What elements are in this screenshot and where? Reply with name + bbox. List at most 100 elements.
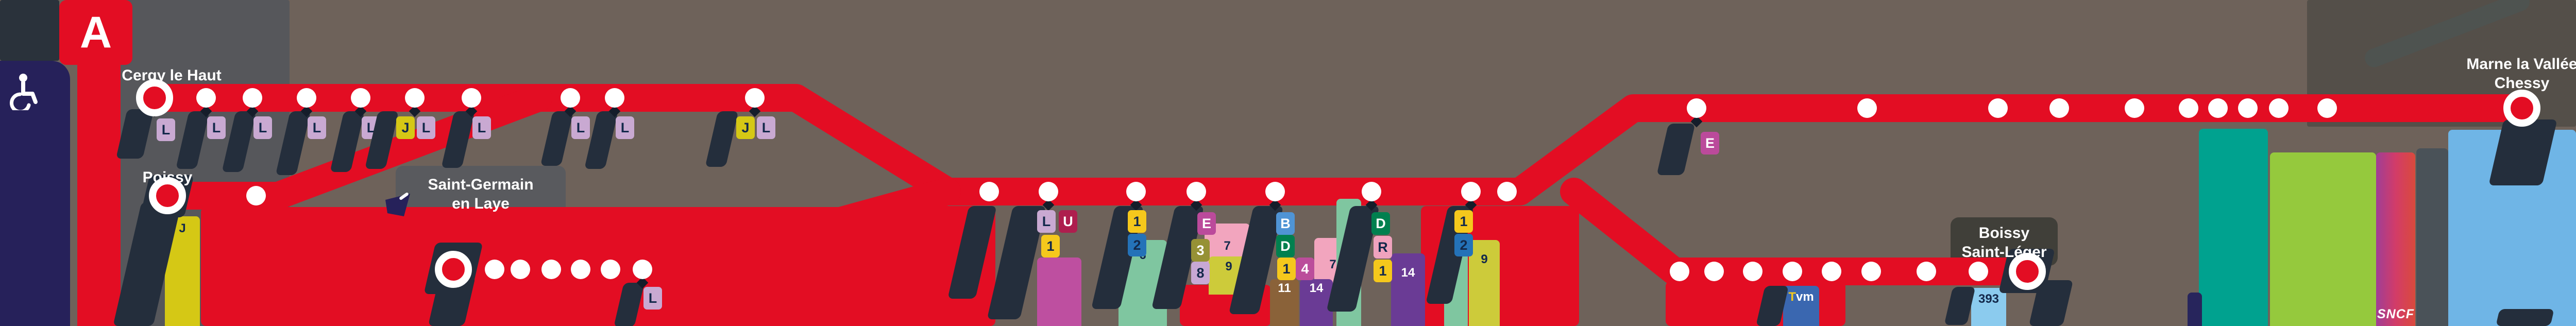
connection-label: 393 [1978,292,1999,306]
terminus-label-line: Saint-Germain [428,176,534,193]
terminus-label-line: Marne la Vallée [2466,56,2576,73]
station-dot [1265,182,1285,201]
connection-label: 9 [1481,252,1488,266]
station-dot [1497,182,1517,201]
connection-label: 11 [1278,281,1291,295]
station-dot [2179,98,2198,118]
interchange-badge-4: 4 [1296,258,1314,280]
station-dot [462,88,481,108]
station-dot [745,88,765,108]
tvm-bus-bar: Tvm [1783,286,1819,326]
station-dot [351,88,370,108]
station-dot [196,88,216,108]
terminus-label-line: Chessy [2494,75,2550,92]
station-dot [561,88,580,108]
station-dot [2317,98,2337,118]
interchange-badge-L: L [157,118,175,141]
connection-label: 14 [1309,281,1324,295]
red-fill-shape [201,207,923,326]
metro11-bar: 11 [1270,279,1299,326]
interchange-badge-L: L [1037,210,1056,233]
interchange-badge-L: L [616,116,634,139]
connection-label: 14 [1401,266,1415,280]
interchange-badge-L: L [253,116,272,139]
station-dot [1039,182,1058,201]
boissy-branch-path [1560,178,2042,285]
interchange-badge-E: E [1701,132,1719,155]
station-dot [571,260,590,279]
interchange-badge-L: L [643,287,662,310]
station-dot [1861,262,1881,281]
terminus-label-line: Cergy le Haut [122,67,222,84]
terminus-label-line: en Laye [452,195,510,212]
station-dot [405,88,425,108]
interchange-badge-L: L [207,116,226,139]
line-a-badge: A [59,0,132,65]
metro9-bar: 9 [1469,240,1500,326]
green-connection-bar [2270,152,2376,326]
station-dot [1187,182,1206,201]
interchange-badge-L: L [757,116,775,139]
interchange-badge-E: E [1197,212,1216,235]
interchange-badge-1: 1 [1041,235,1060,258]
interchange-badge-8: 8 [1191,262,1210,284]
terminus-label-poissy: Poissy [143,168,193,187]
terminus-label-line: Saint-Léger [1961,244,2047,261]
interchange-badge-B: B [1276,212,1295,235]
station-dot [605,88,624,108]
station-dot [1362,182,1381,201]
station-dot [1857,98,1877,118]
metro14-bar: 14 [1300,279,1333,326]
station-dot [601,260,620,279]
station-dot [1670,262,1689,281]
interchange-badge-2: 2 [1128,234,1146,256]
station-dot [1988,98,2008,118]
sncf-logo-text: SNCF [2377,307,2415,321]
bus-393-bar: 393 [1971,288,2006,326]
station-dot [633,260,652,279]
station-dot [297,88,316,108]
station-dot [485,260,504,279]
main-line-path [141,84,2537,205]
top-left-block [0,0,59,61]
interchange-badge-1: 1 [1128,210,1146,233]
interchange-badge-3: 3 [1191,239,1210,262]
interchange-badge-2: 2 [1454,234,1473,256]
station-dot [979,182,999,201]
tram-T2-bar [1037,258,1081,326]
interchange-badge-D: D [1371,212,1390,235]
interchange-badge-R: R [1374,236,1392,259]
metro14-bar: 14 [1391,253,1425,326]
station-dot [2208,98,2228,118]
interchange-badge-1: 1 [1277,258,1296,280]
connection-label: 7 [1329,258,1336,271]
interchange-badge-L: L [308,116,326,139]
interchange-badge-J: J [736,116,755,139]
interchange-badge-L: L [472,116,491,139]
station-name-blob [2496,309,2554,326]
station-dot [243,88,262,108]
station-dot [1822,262,1841,281]
slate-connection-bar [2416,148,2448,326]
interchange-badge-J: J [396,116,415,139]
station-dot [1743,262,1762,281]
terminus-label-cergy-le-haut: Cergy le Haut [122,66,221,85]
connection-label: 7 [1224,239,1231,253]
terminus-label-saint-germain: Saint-Germain en Laye [428,175,533,213]
connection-label: J [179,221,186,235]
terminus-label-line: Boissy [1978,225,2030,242]
station-dot [2049,98,2069,118]
station-dot [2238,98,2258,118]
connection-label: 9 [1225,260,1232,273]
station-dot [1783,262,1802,281]
interchange-badge-U: U [1059,210,1077,233]
station-dot [246,186,266,205]
interchange-badge-L: L [417,116,435,139]
station-dot [511,260,530,279]
terminus-ring [2009,253,2046,290]
terminus-ring [435,251,472,288]
terminus-label-line: Poissy [142,169,193,186]
line-a-column [77,49,121,326]
station-dot [1917,262,1936,281]
